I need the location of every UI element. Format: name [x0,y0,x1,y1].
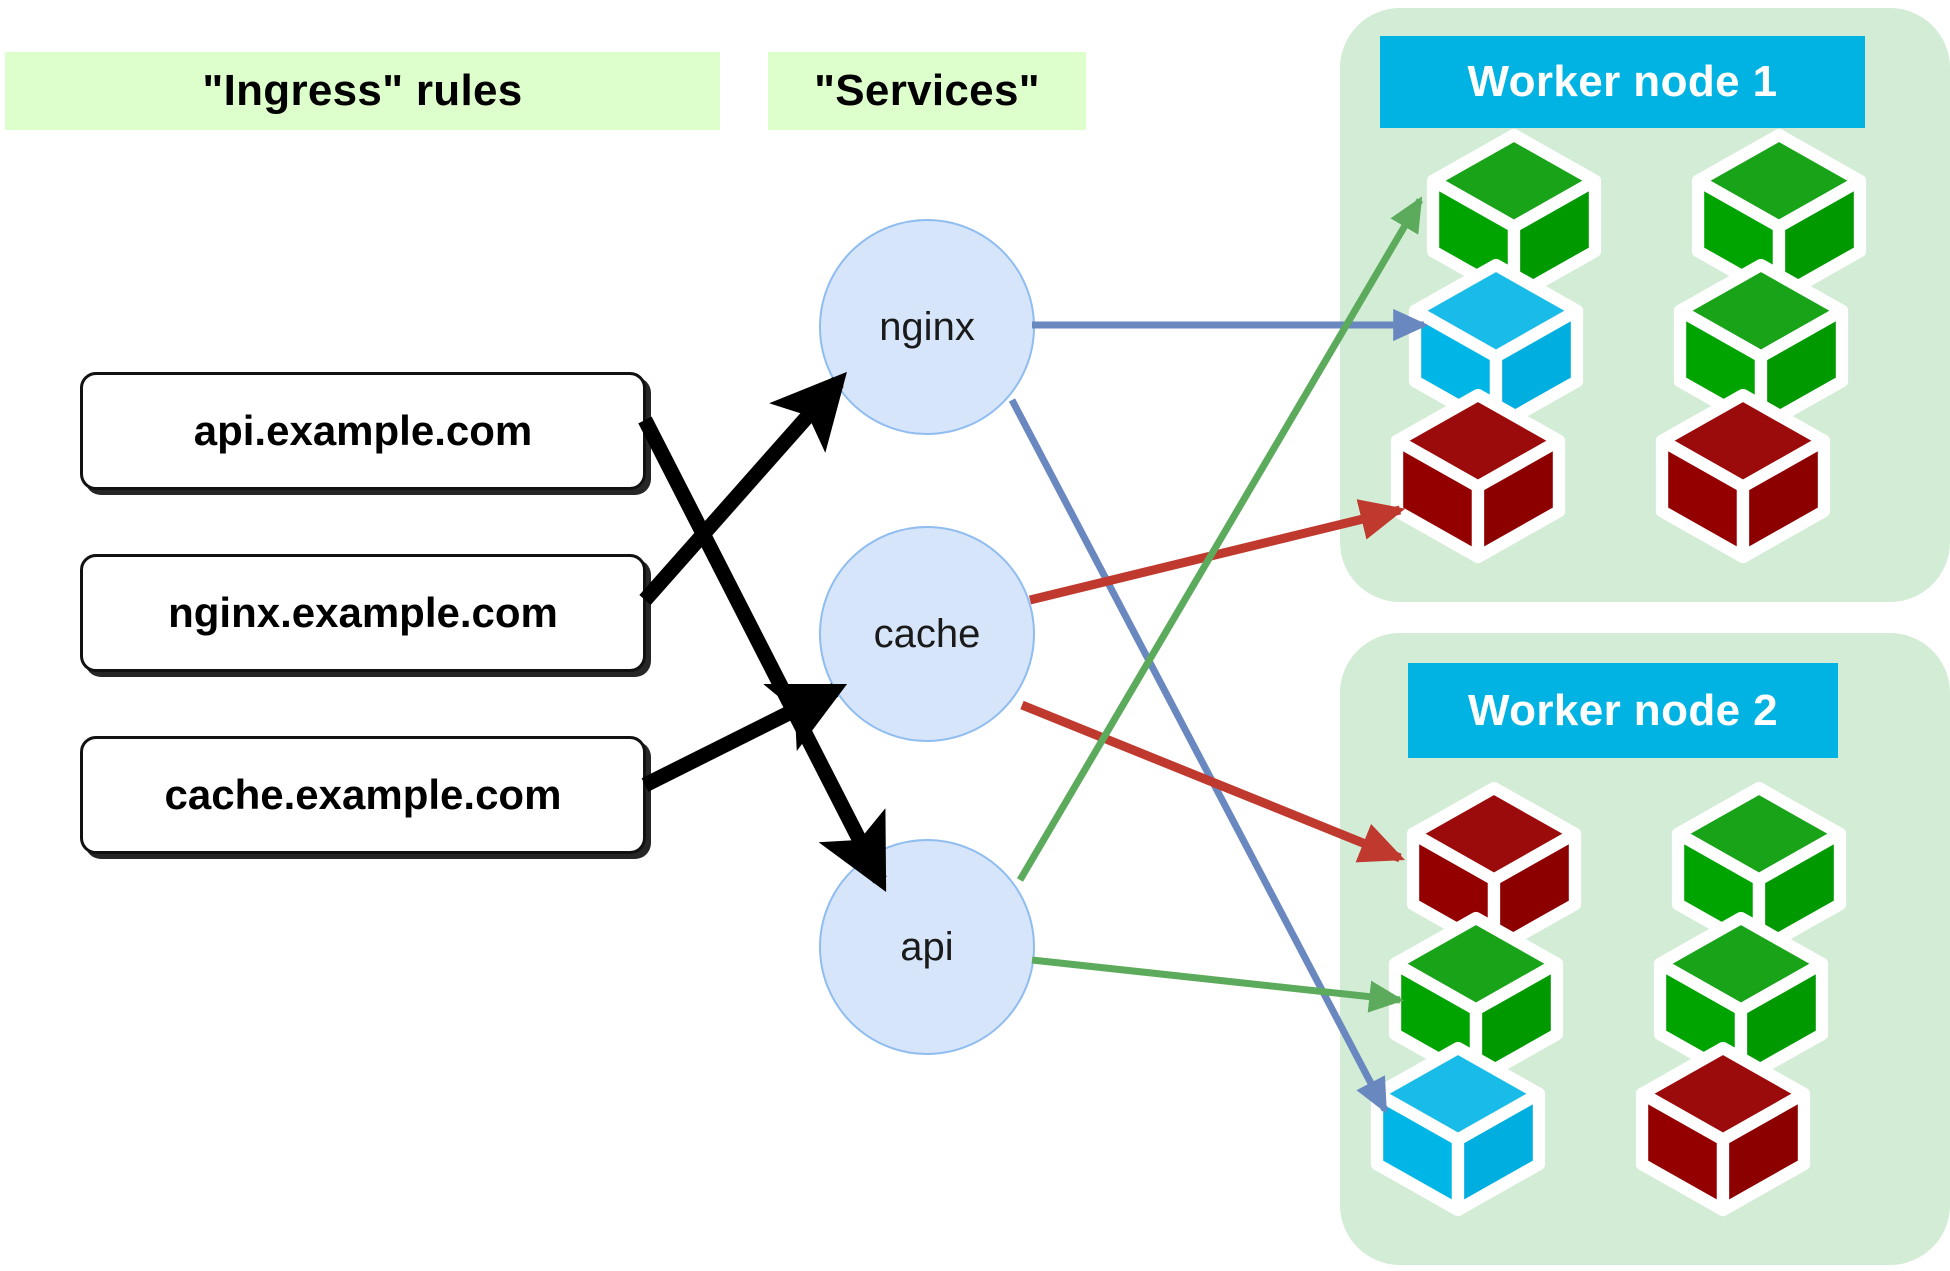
pod-cube-darkred [1655,388,1831,564]
worker-node-label: Worker node 1 [1380,36,1865,128]
pod-cube-darkred [1406,781,1582,957]
pod-cube-green [1388,911,1564,1087]
ingress-rules-header: "Ingress" rules [5,52,720,130]
service-node-cache[interactable]: cache [819,526,1035,742]
ingress-rule-box[interactable]: api.example.com [80,372,646,490]
ingress-rule-box[interactable]: cache.example.com [80,736,646,854]
worker-node-label: Worker node 2 [1408,663,1838,758]
arrow-nginx-to-node2-cyan-pod [1008,398,1389,1114]
worker-node-panel: Worker node 1 [1340,8,1950,602]
services-header: "Services" [768,52,1086,130]
pod-cube-darkred [1390,388,1566,564]
arrow-nginx-rule-to-nginx-service [639,371,847,605]
ingress-rule-box[interactable]: nginx.example.com [80,554,646,672]
arrow-cache-rule-to-cache-service [641,683,848,792]
worker-node-panel: Worker node 2 [1340,633,1950,1265]
pod-cube-cyan [1370,1041,1546,1217]
service-node-nginx[interactable]: nginx [819,219,1035,435]
pod-cube-darkred [1635,1041,1811,1217]
service-node-api[interactable]: api [819,839,1035,1055]
